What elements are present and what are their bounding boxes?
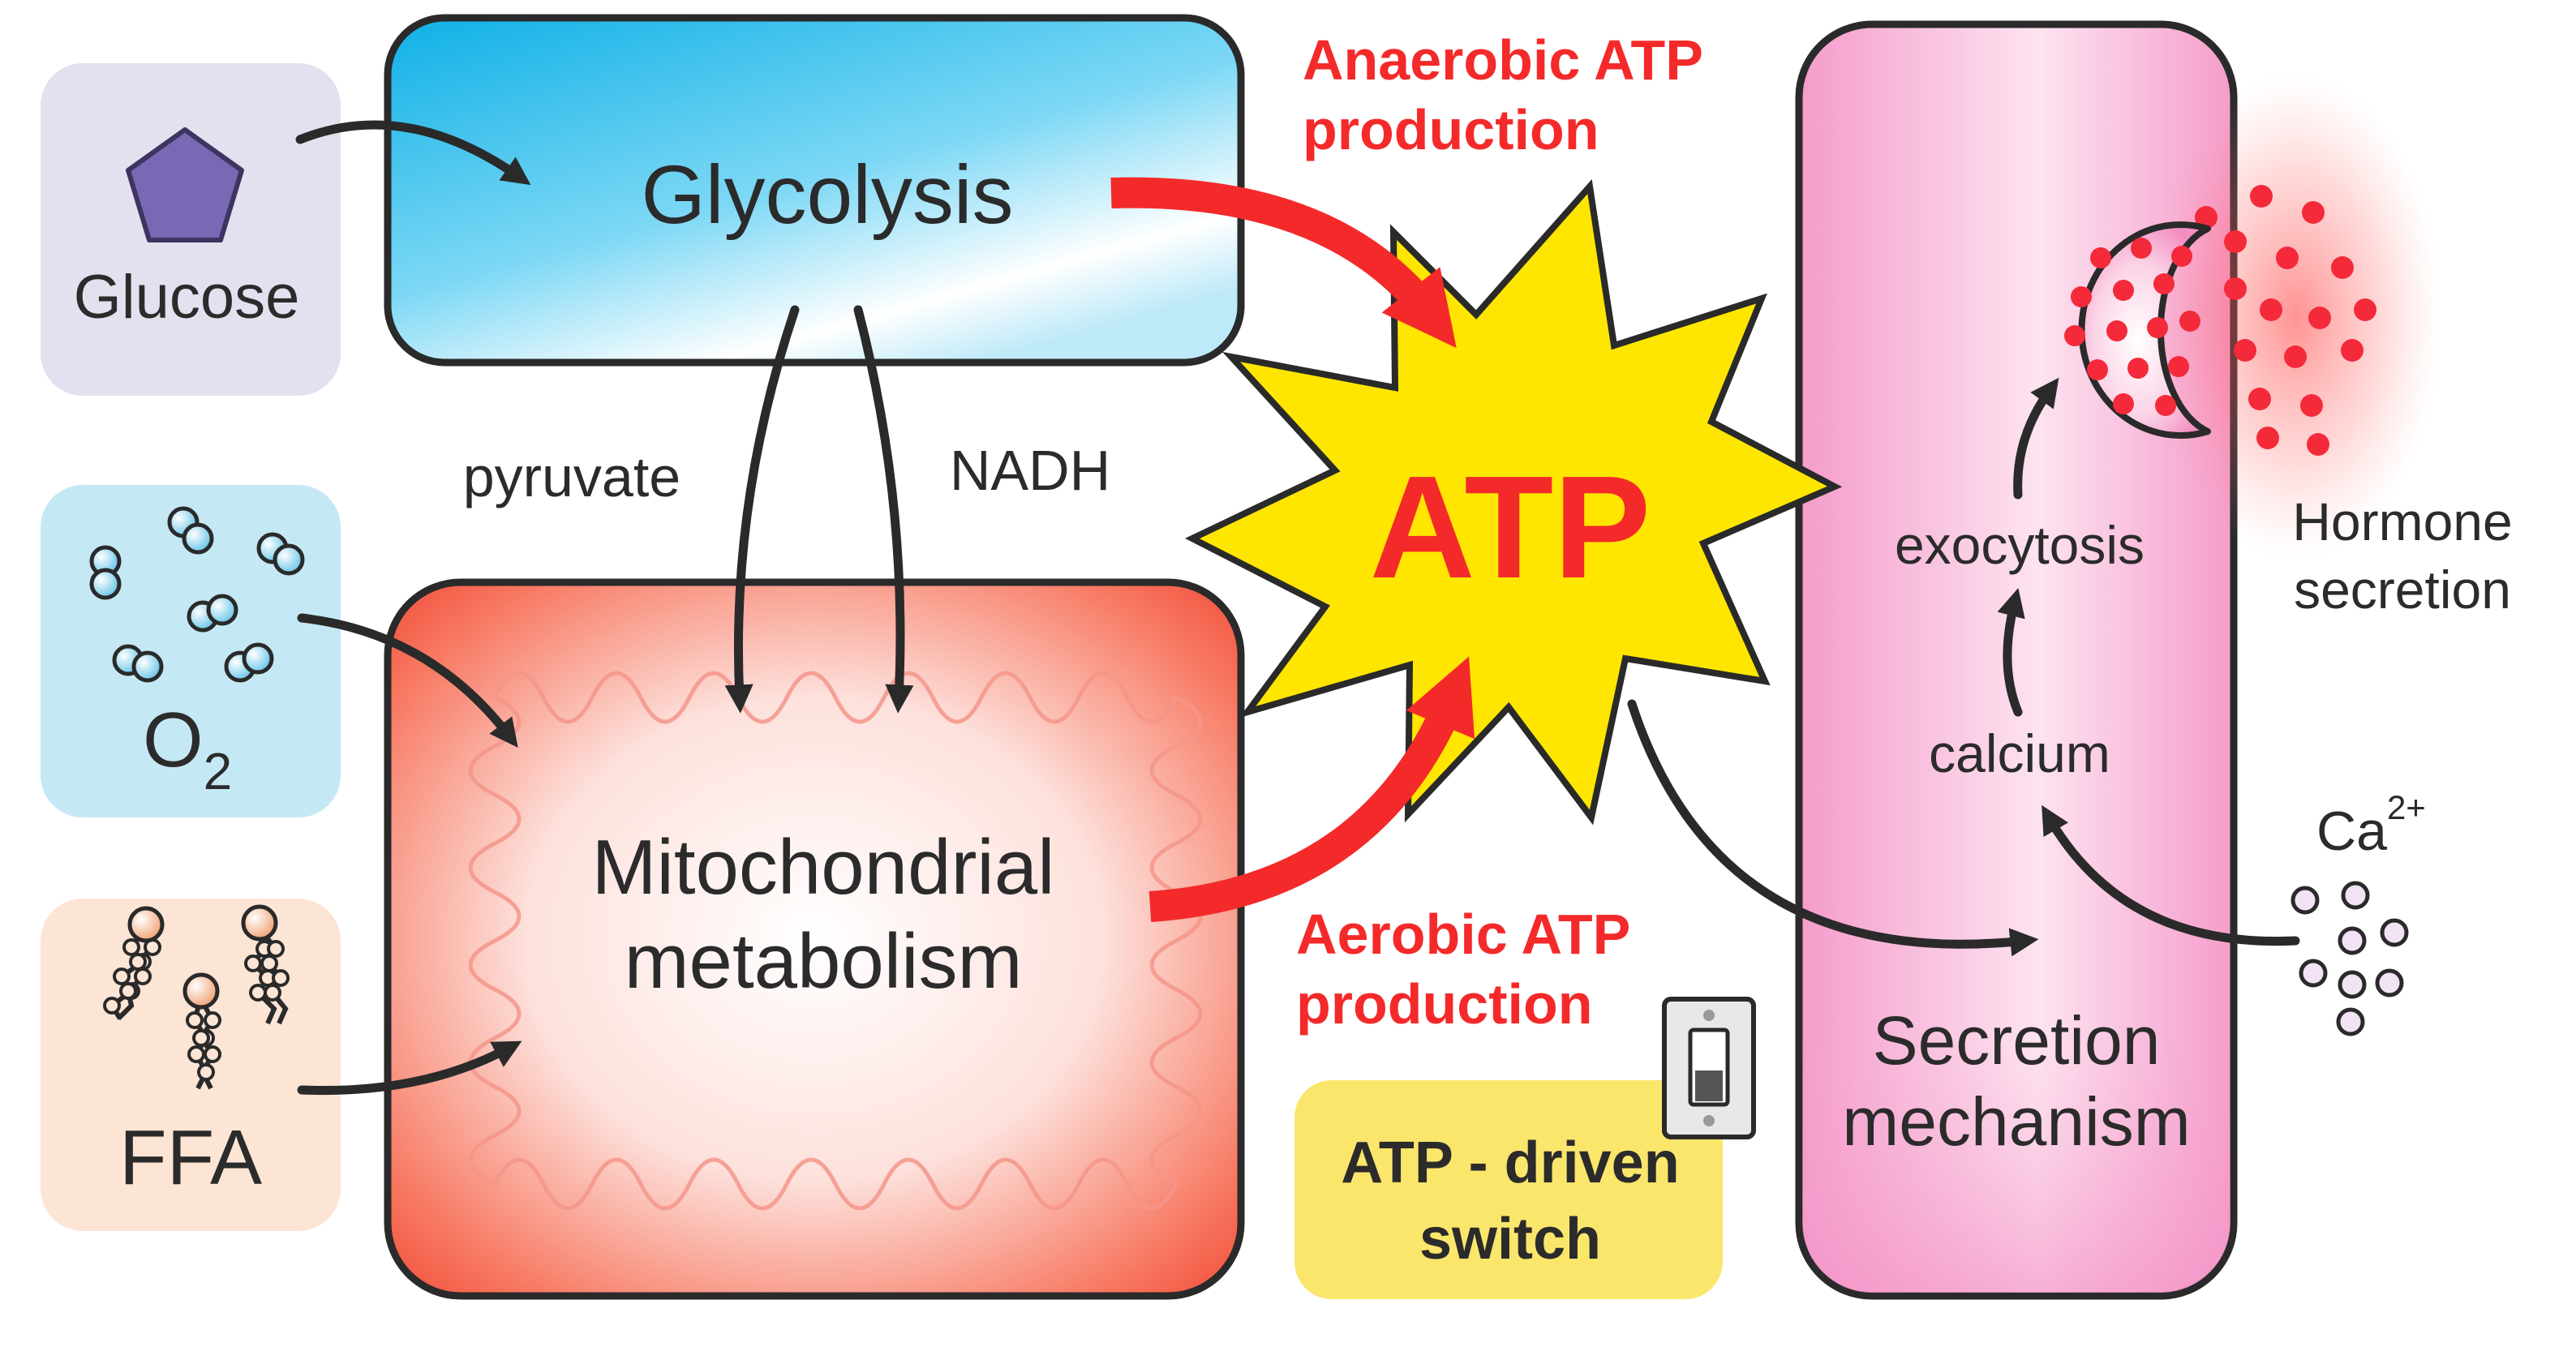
secretory-vesicle [2064,221,2211,439]
arrow-o2-to-mito [297,613,518,748]
arrow-nadh [853,305,914,714]
hormone-dots-outside [2195,185,2376,456]
aerobic-label-line2: production [1296,972,1592,1036]
atp-starburst [1184,178,1843,826]
o2-label: O2 [143,697,232,800]
dark-arrows [295,120,2300,1096]
pyruvate-label: pyruvate [463,445,680,508]
secretion-label-line2: mechanism [1842,1083,2190,1160]
mitochondria-label-line1: Mitochondrial [592,824,1055,911]
red-arrows [1110,177,1475,922]
atp-label: ATP [1370,446,1651,609]
anaerobic-label-line1: Anaerobic ATP [1303,28,1703,92]
anaerobic-label-line2: production [1303,98,1599,161]
atp-switch-box: ATP - driven switch [1294,1080,1723,1299]
glucose-box: Glucose [41,63,341,396]
arrow-exocytosis-to-vesicle [2013,377,2059,500]
arrow-ffa-to-mito [297,1040,522,1096]
exocytosis-label: exocytosis [1895,515,2145,575]
aerobic-label-line1: Aerobic ATP [1296,903,1630,966]
ffa-box: FFA [41,899,341,1231]
arrow-pyruvate [724,305,800,714]
mitochondria-label-line2: metabolism [625,918,1023,1005]
glycolysis-label: Glycolysis [641,148,1013,241]
mitochondria-cristae [468,671,1203,1211]
glucose-label: Glucose [74,263,300,332]
arrow-atp-to-secretion [1627,699,2039,957]
light-switch-icon [1662,997,1756,1139]
glycolysis-box: Glycolysis [384,14,1245,367]
o2-box: O2 [41,485,341,817]
hormone-label-line2: secretion [2294,560,2511,620]
atp-switch-label-line2: switch [1419,1207,1601,1272]
calcium-ions-icon [2290,881,2409,1036]
o2-molecules-icon [89,506,305,683]
calcium-ion-label: Ca2+ [2316,788,2426,862]
arrow-calcium-to-exocytosis [1997,587,2025,717]
secretion-label-line1: Secretion [1873,1002,2161,1079]
arrow-aerobic-atp [1148,656,1475,922]
mitochondria-box: Mitochondrial metabolism [384,578,1245,1300]
ffa-label: FFA [119,1114,262,1201]
arrow-anaerobic-atp [1110,177,1457,349]
arrow-glucose-to-glycolysis [295,120,531,186]
glucose-pentagon-icon [126,127,244,242]
nadh-label: NADH [950,439,1110,502]
calcium-label: calcium [1929,723,2110,783]
hormone-label-line1: Hormone [2292,491,2512,551]
arrow-ca-to-calcium [2041,804,2300,946]
atp-switch-label-line1: ATP - driven [1341,1130,1679,1195]
ffa-lipids-icon [103,904,290,1090]
hormone-glow [2149,73,2441,560]
